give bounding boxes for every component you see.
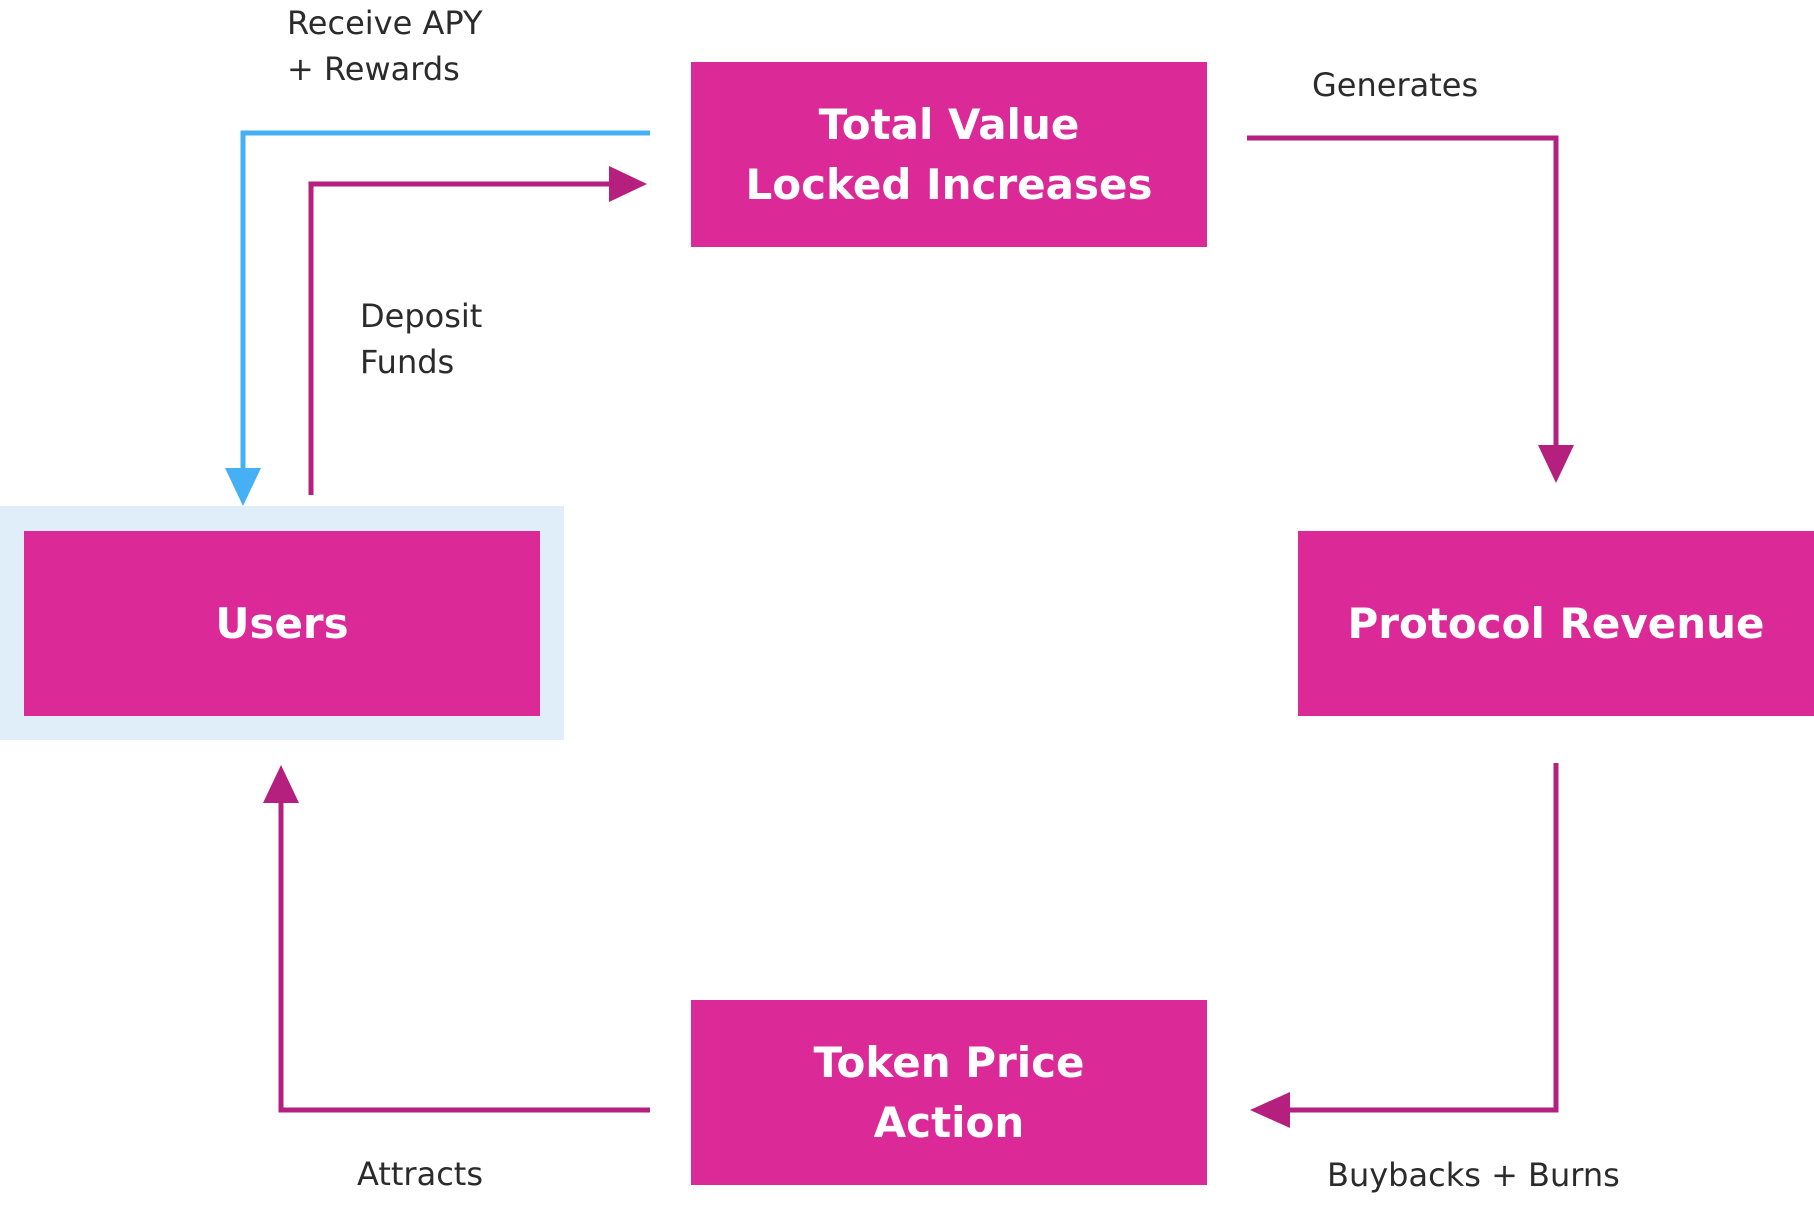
tvl-node: Total Value Locked Increases	[691, 62, 1207, 247]
buybacks-line	[1287, 763, 1559, 1113]
users-node: Users	[24, 531, 540, 716]
deposit-arrowhead	[609, 166, 647, 202]
generates-arrowhead	[1538, 445, 1574, 483]
protocol-revenue-label: Protocol Revenue	[1347, 598, 1765, 648]
token-line-1: Token Price	[813, 1037, 1085, 1087]
protocol-revenue-node: Protocol Revenue	[1298, 531, 1814, 716]
deposit-line-1: Deposit	[360, 297, 483, 335]
receive-line-2: + Rewards	[287, 50, 460, 88]
buybacks-burns-label: Buybacks + Burns	[1327, 1156, 1620, 1194]
tvl-line-1: Total Value	[818, 99, 1080, 149]
attracts-arrowhead	[263, 765, 299, 803]
receive-rewards-line	[240, 130, 650, 472]
deposit-funds-line	[308, 181, 612, 495]
attracts-label: Attracts	[357, 1155, 483, 1193]
users-label: Users	[215, 598, 349, 648]
receive-arrowhead	[225, 468, 261, 506]
tvl-line-2: Locked Increases	[745, 159, 1153, 209]
deposit-line-2: Funds	[360, 343, 455, 381]
receive-rewards-label: Receive APY + Rewards	[287, 0, 482, 92]
attracts-line	[278, 800, 650, 1113]
generates-label: Generates	[1312, 66, 1479, 104]
deposit-funds-label: Deposit Funds	[360, 293, 482, 385]
token-price-node: Token Price Action	[691, 1000, 1207, 1185]
generates-line	[1247, 135, 1559, 448]
buybacks-arrowhead	[1250, 1092, 1290, 1128]
receive-line-1: Receive APY	[287, 4, 483, 42]
token-line-2: Action	[873, 1097, 1025, 1147]
